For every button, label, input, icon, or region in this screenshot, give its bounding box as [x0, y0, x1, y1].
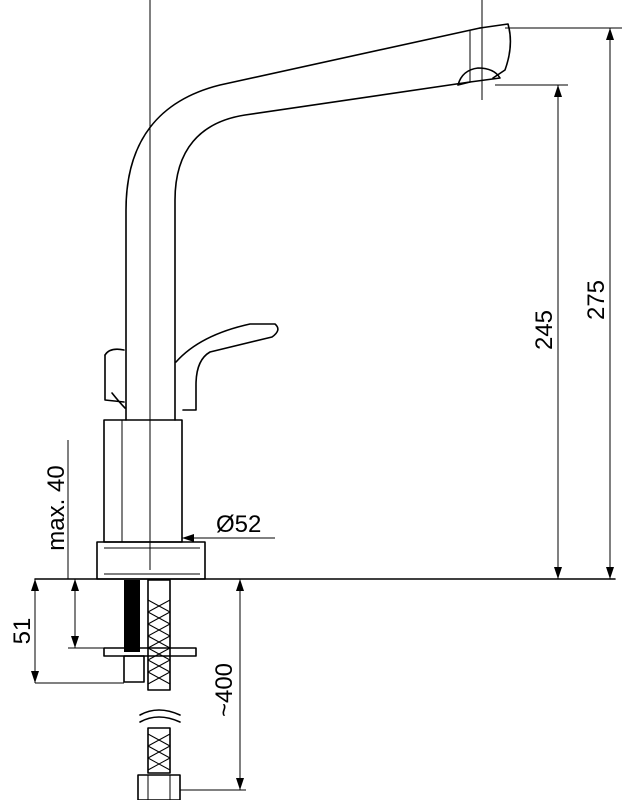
- dimension-245: 245: [495, 84, 568, 579]
- dimension-275: 275: [505, 27, 622, 579]
- supply-hose: [137, 579, 181, 800]
- dim-label-400: ~400: [211, 663, 238, 717]
- dim-label-245: 245: [531, 310, 558, 350]
- dimension-diameter-52: Ø52: [182, 511, 275, 542]
- dim-label-max-40: max. 40: [43, 465, 70, 550]
- dim-label-275: 275: [583, 280, 610, 320]
- lever-handle: [104, 323, 279, 411]
- dimension-400: ~400: [180, 579, 246, 791]
- dim-label-51: 51: [9, 618, 36, 645]
- axis-lines: [149, 0, 483, 570]
- dimension-max-40: max. 40: [43, 440, 104, 649]
- dim-label-diameter: Ø52: [216, 511, 261, 538]
- faucet-base-cylinder: [96, 419, 206, 580]
- faucet-spout: [125, 23, 512, 421]
- dimension-51: 51: [9, 579, 124, 684]
- mounting-shank: [103, 580, 197, 683]
